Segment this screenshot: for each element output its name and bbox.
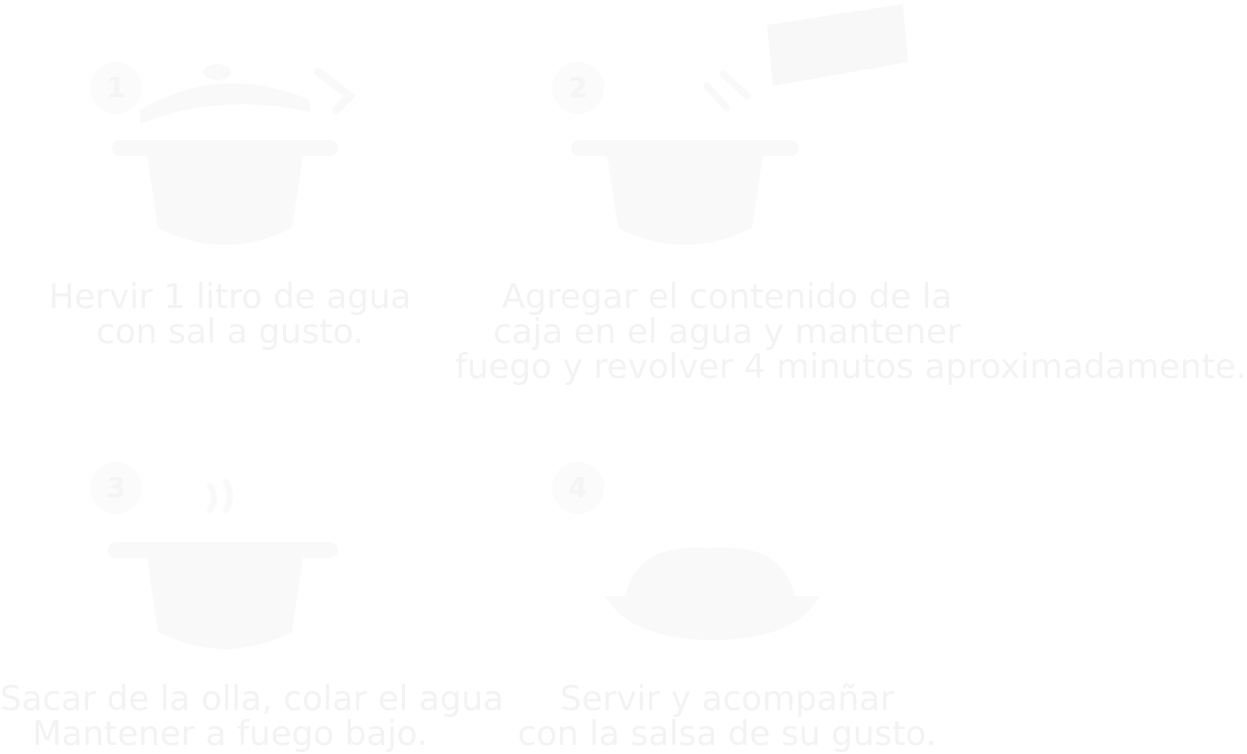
step-1-caption: Hervir 1 litro de agua con sal a gusto. [0, 280, 460, 350]
step-number-badge: 1 [90, 62, 142, 114]
caption-line: caja en el agua y mantener [493, 312, 961, 352]
step-2: 2 Agregar el contenido de la caja en el … [455, 0, 1247, 390]
caption-line: con la salsa de su gusto. [517, 714, 937, 754]
caption-line: con sal a gusto. [96, 312, 364, 352]
step-2-caption: Agregar el contenido de la caja en el ag… [455, 277, 1247, 387]
step-3-caption: Sacar de la olla, colar el agua Mantener… [0, 679, 504, 754]
step-number-badge: 4 [552, 462, 604, 514]
step-4: 4 Servir y acompañar con la salsa de su … [455, 420, 999, 753]
boiling-pot-icon [108, 479, 338, 649]
caption-line: Hervir 1 litro de agua [48, 277, 412, 317]
step-3: 3 Sacar de la olla, colar el agua Manten… [0, 420, 504, 754]
step-number-badge: 2 [552, 62, 604, 114]
caption-line: Mantener a fuego bajo. [32, 714, 428, 754]
caption-line: Servir y acompañar [560, 679, 894, 719]
pot-with-lid-icon [112, 64, 357, 245]
caption-line: fuego y revolver 4 minutos aproximadamen… [455, 347, 1247, 387]
step-4-caption: Servir y acompañar con la salsa de su gu… [455, 682, 999, 752]
caption-line: Agregar el contenido de la [501, 277, 953, 317]
pot-with-pasta-icon [571, 4, 908, 245]
caption-line: Sacar de la olla, colar el agua [0, 679, 504, 719]
step-1: 1 Hervir 1 litro de agua con sal a gusto… [0, 0, 460, 380]
plate-of-pasta-icon [605, 547, 820, 640]
step-number-badge: 3 [90, 462, 142, 514]
